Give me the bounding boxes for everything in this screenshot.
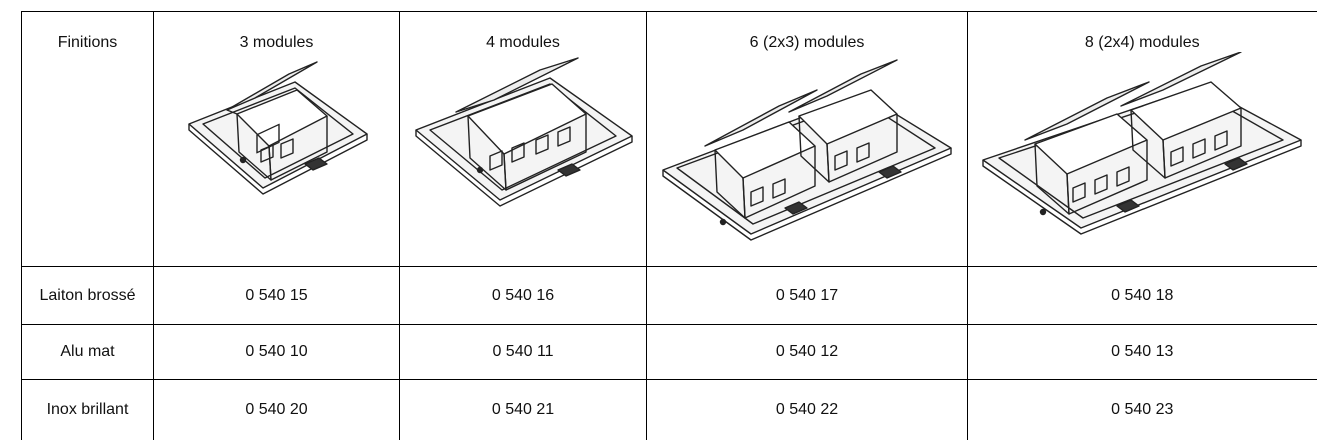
column-header-6-modules: 6 (2x3) modules <box>749 34 865 51</box>
pop-up-box-8-modules-icon <box>982 52 1302 235</box>
pop-up-box-4-modules-icon <box>415 57 633 207</box>
finishes-header: Finitions <box>57 34 118 51</box>
finish-label: Inox brillant <box>21 379 154 440</box>
table-row: Laiton brossé 0 540 15 0 540 16 0 540 17… <box>21 266 1317 325</box>
header-cell-6-modules: 6 (2x3) modules <box>646 11 968 267</box>
reference-cell: 0 540 16 <box>399 266 647 325</box>
reference-cell: 0 540 23 <box>967 379 1317 440</box>
table-row: Alu mat 0 540 10 0 540 11 0 540 12 0 540… <box>21 324 1317 380</box>
reference-cell: 0 540 11 <box>399 324 647 380</box>
reference-cell: 0 540 22 <box>646 379 968 440</box>
reference-cell: 0 540 17 <box>646 266 968 325</box>
reference-cell: 0 540 18 <box>967 266 1317 325</box>
reference-cell: 0 540 21 <box>399 379 647 440</box>
finish-label: Alu mat <box>21 324 154 380</box>
reference-table: Finitions 3 modules <box>21 11 1317 440</box>
pop-up-box-3-modules-icon <box>187 61 368 195</box>
column-header-3-modules: 3 modules <box>239 34 314 51</box>
table-row: Inox brillant 0 540 20 0 540 21 0 540 22… <box>21 379 1317 440</box>
column-header-4-modules: 4 modules <box>486 34 560 51</box>
finish-label: Laiton brossé <box>21 266 154 325</box>
reference-cell: 0 540 20 <box>153 379 400 440</box>
reference-cell: 0 540 13 <box>967 324 1317 380</box>
pop-up-box-6-modules-icon <box>662 59 952 241</box>
header-cell-4-modules: 4 modules <box>399 11 647 267</box>
reference-cell: 0 540 15 <box>153 266 400 325</box>
column-header-8-modules: 8 (2x4) modules <box>1084 34 1200 51</box>
header-cell-3-modules: 3 modules <box>153 11 400 267</box>
reference-cell: 0 540 12 <box>646 324 968 380</box>
header-cell-8-modules: 8 (2x4) modules <box>967 11 1317 267</box>
finishes-header-cell: Finitions <box>21 11 154 267</box>
table-header-row: Finitions 3 modules <box>21 11 1317 267</box>
reference-cell: 0 540 10 <box>153 324 400 380</box>
